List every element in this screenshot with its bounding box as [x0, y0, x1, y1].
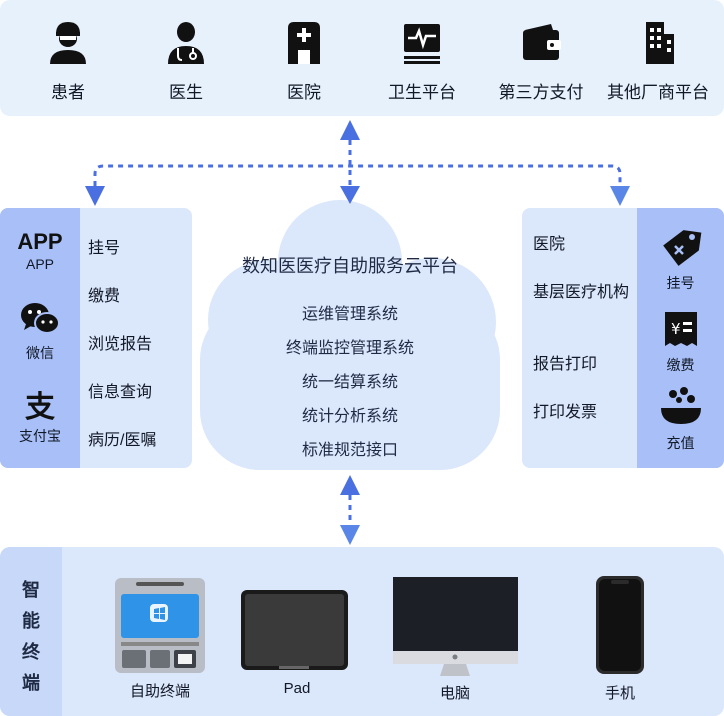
service-pay: ¥ 缴费 [637, 310, 724, 375]
right-item: 报告打印 [533, 356, 598, 373]
kiosk-icon [115, 578, 205, 673]
actor-label: 卫生平台 [388, 83, 456, 102]
cloud-shape [200, 200, 500, 470]
topup-icon [660, 387, 701, 424]
wallet-icon [523, 24, 561, 60]
actor-third-party-pay: 第三方支付 [481, 20, 601, 103]
left-item: 缴费 [88, 288, 121, 305]
actor-label: 其他厂商平台 [607, 83, 709, 102]
right-item: 医院 [533, 236, 566, 253]
svg-text:¥: ¥ [671, 320, 681, 338]
health-platform-icon [404, 24, 440, 64]
device-label: 手机 [604, 685, 635, 702]
left-item: 信息查询 [88, 384, 153, 401]
terminals-label-column [0, 547, 62, 716]
app-label: APP [25, 256, 54, 272]
tag-icon [662, 230, 701, 266]
alipay-icon: 支 [25, 391, 55, 424]
service-topup: 充值 [637, 386, 724, 453]
actor-other-vendors: 其他厂商平台 [598, 20, 718, 103]
cloud-item: 统一结算系统 [301, 374, 398, 391]
wechat-icon [21, 303, 60, 334]
service-label: 缴费 [666, 357, 695, 373]
arrow-to-left-panel [85, 186, 105, 206]
arrow-to-bottom [340, 475, 360, 545]
actor-health-platform: 卫生平台 [362, 20, 482, 103]
service-label: 充值 [666, 435, 695, 451]
device-label: 电脑 [439, 685, 470, 702]
distribution-line [93, 164, 622, 186]
actor-label: 患者 [51, 83, 85, 102]
wechat-label: 微信 [26, 345, 54, 361]
alipay-label: 支付宝 [19, 428, 61, 444]
actor-label: 医生 [169, 83, 203, 102]
device-label: 自助终端 [129, 683, 190, 700]
left-item: 病历/医嘱 [88, 432, 157, 449]
cloud-title: 数知医医疗自助服务云平台 [242, 256, 458, 276]
left-item: 挂号 [88, 240, 121, 257]
tablet-icon [241, 590, 348, 670]
arrow-to-top [340, 120, 360, 204]
right-item: 基层医疗机构 [533, 284, 630, 301]
service-label: 挂号 [666, 275, 695, 291]
hospital-icon [288, 22, 320, 64]
left-item: 浏览报告 [88, 336, 153, 353]
doctor-icon [168, 22, 204, 64]
cloud-item: 标准规范接口 [301, 442, 398, 459]
service-register: 挂号 [637, 226, 724, 293]
app-icon: APP [17, 229, 63, 254]
right-item: 打印发票 [533, 404, 598, 421]
wechat-entry: 微信 [0, 302, 80, 363]
phone-icon [596, 576, 644, 674]
app-entry: APP APP [0, 229, 80, 273]
actor-hospital: 医院 [244, 20, 364, 103]
device-label: Pad [283, 680, 311, 697]
actor-doctor: 医生 [126, 20, 246, 103]
receipt-icon: ¥ [664, 312, 697, 346]
left-app-column [0, 208, 80, 468]
arrow-to-right-panel [610, 186, 630, 206]
actor-patient: 患者 [8, 20, 128, 103]
building-icon [646, 22, 674, 64]
terminals-label-text: 智能终端 [22, 580, 40, 693]
terminals-label: 智能终端 [0, 575, 62, 699]
cloud-item: 统计分析系统 [301, 408, 398, 425]
cloud-item: 终端监控管理系统 [285, 340, 414, 357]
cloud-item: 运维管理系统 [301, 306, 398, 323]
monitor-icon [393, 577, 518, 676]
actors-bar [0, 0, 724, 116]
alipay-entry: 支 支付宝 [0, 392, 80, 446]
actor-label: 医院 [287, 83, 321, 102]
patient-icon [50, 22, 86, 64]
actor-label: 第三方支付 [498, 83, 584, 102]
